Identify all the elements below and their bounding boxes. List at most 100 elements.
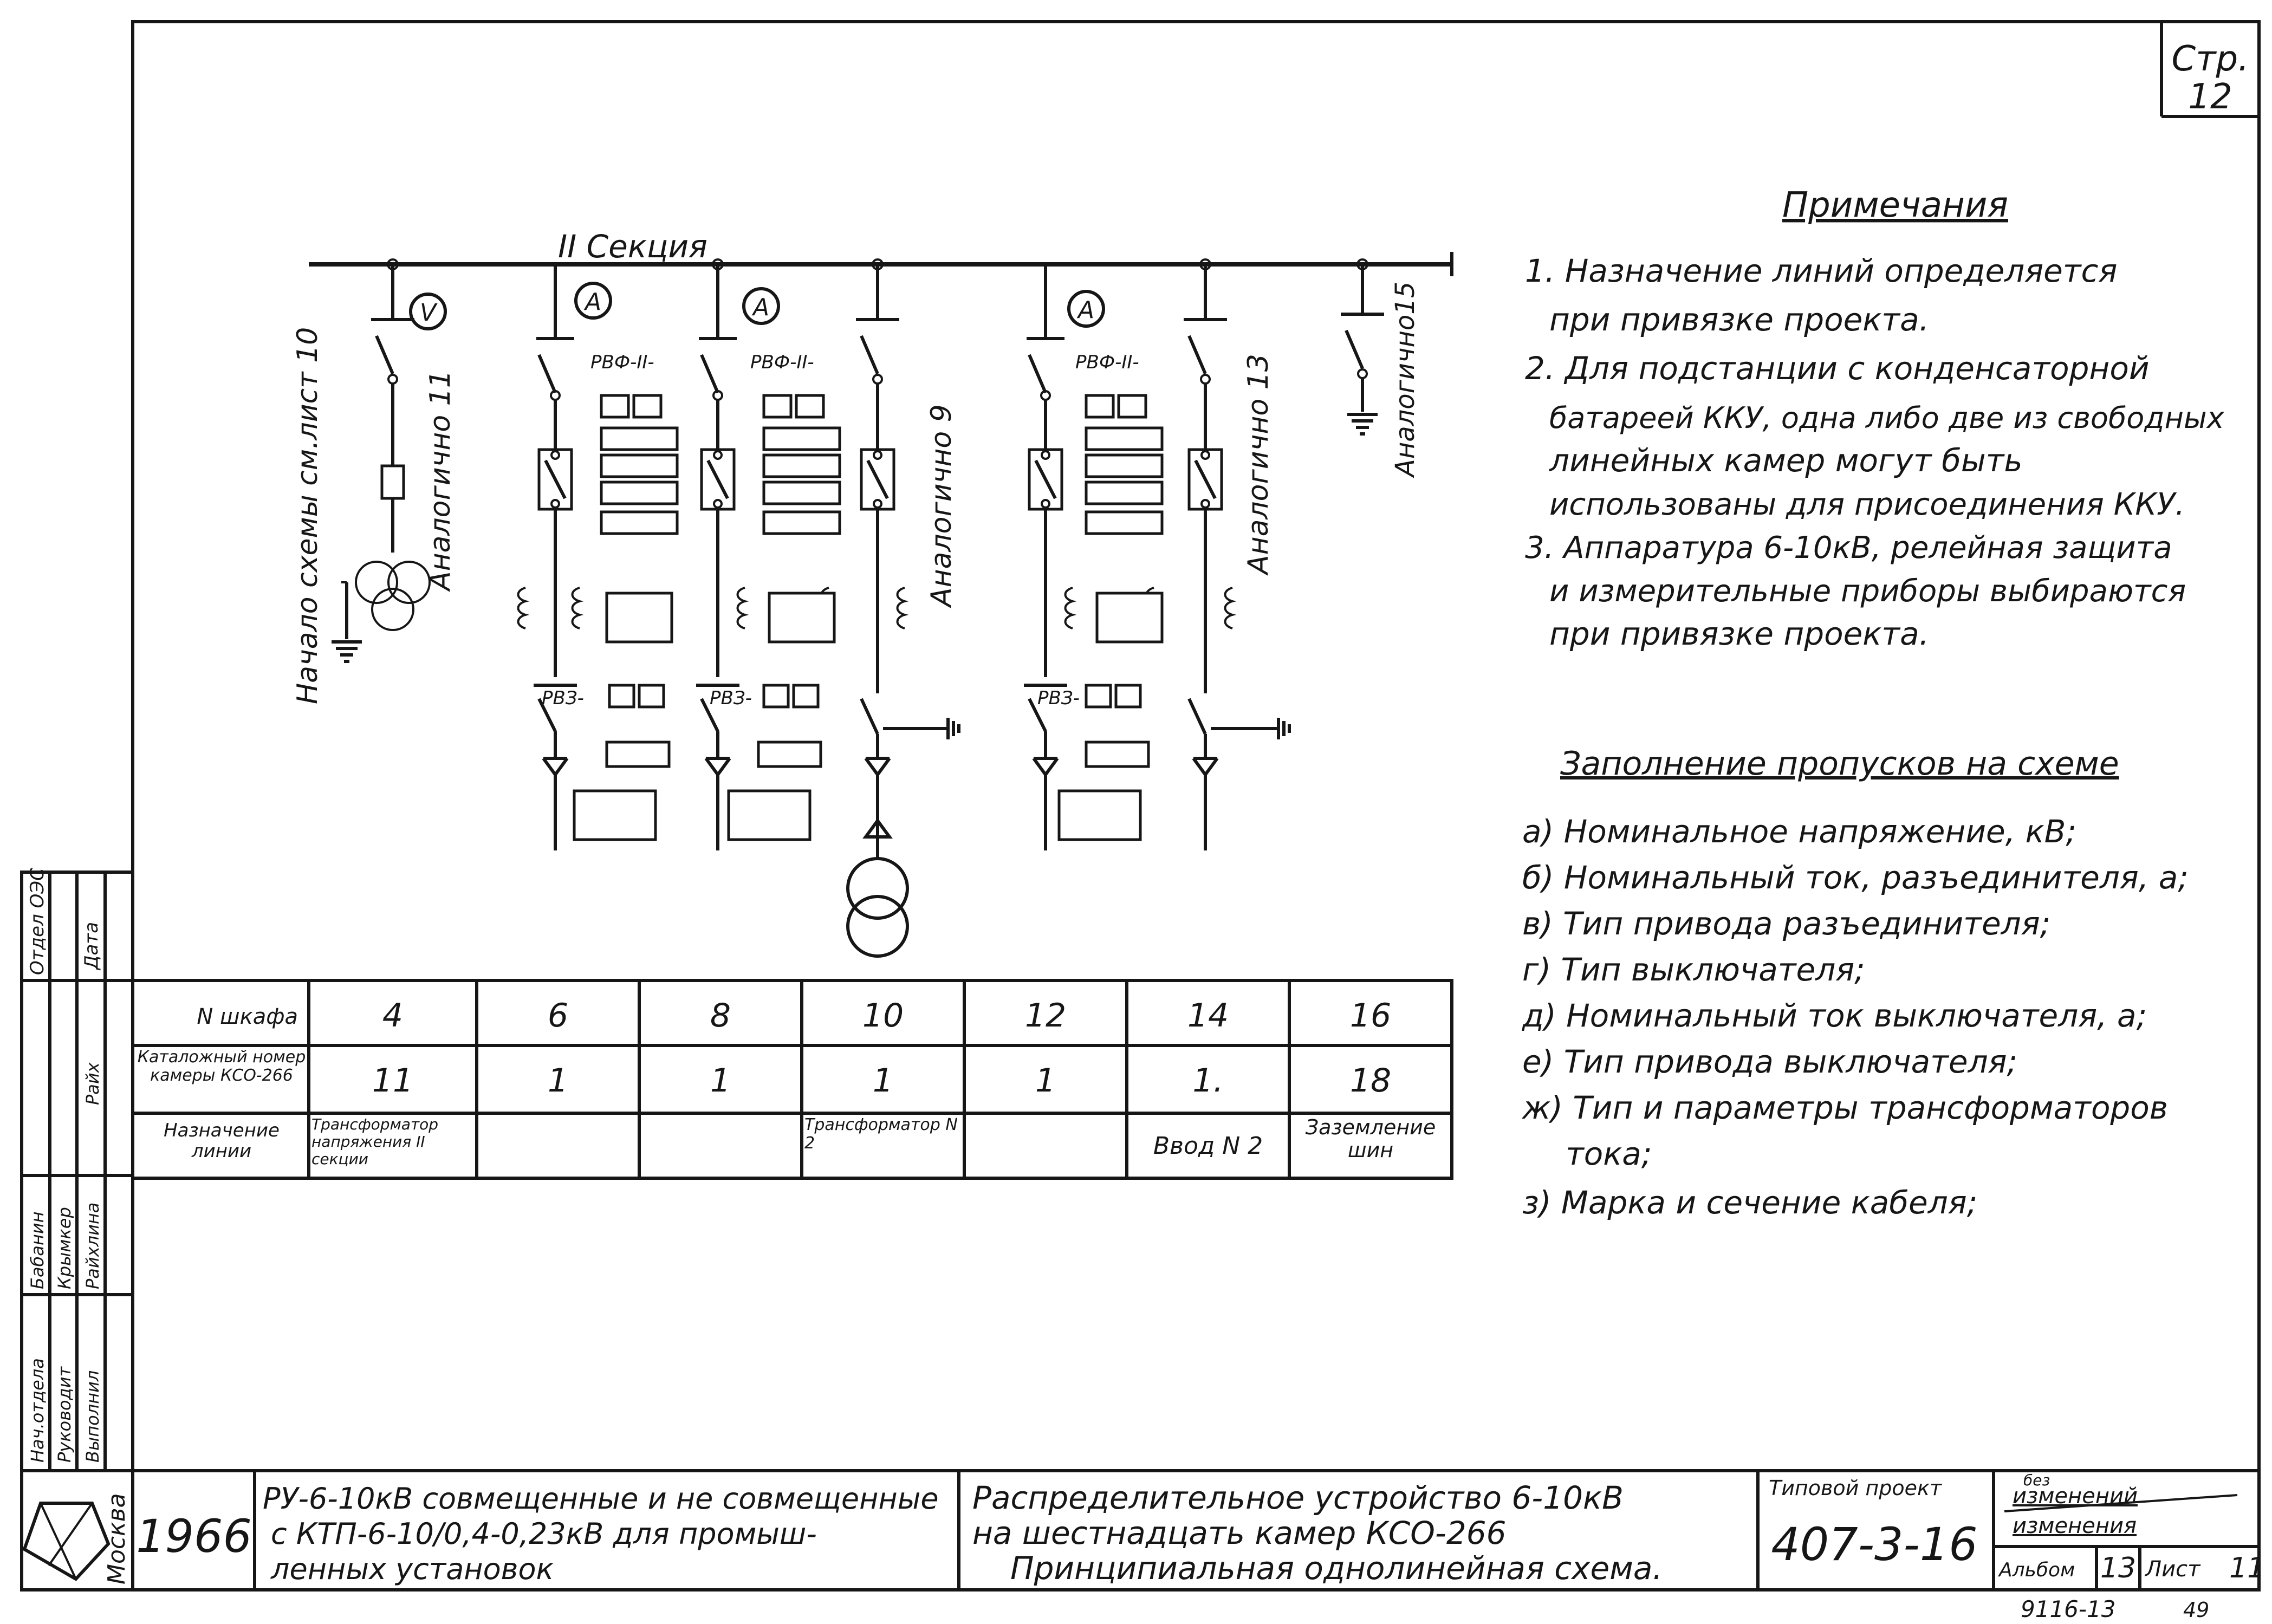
catalog-number-cell: 1 xyxy=(710,1062,731,1100)
purpose-cell: Трансформатор напряжения II секции xyxy=(311,1116,439,1168)
changes-note: без xyxy=(2023,1471,2050,1489)
svg-text:Руководит: Руководит xyxy=(54,1366,75,1463)
header-line-purpose: Назначение линии xyxy=(164,1120,280,1162)
svg-text:Нач.отдела: Нач.отдела xyxy=(27,1358,48,1463)
header-cabinet-number: N шкафа xyxy=(197,1004,298,1029)
year: 1966 xyxy=(136,1510,252,1563)
purpose-cell: Ввод N 2 xyxy=(1153,1132,1263,1160)
title-center-line: на шестнадцать камер КСО-266 xyxy=(972,1515,1507,1551)
svg-text:Бабанин: Бабанин xyxy=(27,1211,48,1289)
catalog-number-cell: 11 xyxy=(372,1062,413,1100)
title-left-line: с КТП-6-10/0,4-0,23кВ для промыш- xyxy=(271,1517,817,1551)
feeder-6: A РВФ-II- РВЗ- xyxy=(517,264,679,850)
svg-text:РВЗ-: РВЗ- xyxy=(710,687,752,709)
cabinet-number-cell: 16 xyxy=(1350,997,1391,1035)
label-similar-11: Аналогично 11 xyxy=(424,370,457,592)
page-number: 12 xyxy=(2188,77,2232,117)
changes-note: изменения xyxy=(2013,1513,2137,1538)
svg-text:РВЗ-: РВЗ- xyxy=(1037,687,1080,709)
catalog-number-cell: 1 xyxy=(873,1062,893,1100)
svg-text:РВФ-II-: РВФ-II- xyxy=(590,352,654,373)
fill-in-item: д) Номинальный ток выключателя, а; xyxy=(1522,997,2147,1034)
page-mark: 49 xyxy=(2183,1598,2209,1622)
fill-in-item: а) Номинальное напряжение, кВ; xyxy=(1522,813,2076,850)
fill-in-item: г) Тип выключателя; xyxy=(1522,951,1865,988)
cabinet-number-cell: 14 xyxy=(1187,997,1229,1035)
svg-text:Райх: Райх xyxy=(82,1062,103,1105)
feeder-10-transformer xyxy=(846,264,959,958)
changes-note: изменений xyxy=(2013,1484,2138,1509)
feeder-busbar-earthing xyxy=(1341,264,1384,434)
catalog-number-cell: 18 xyxy=(1350,1062,1391,1100)
svg-text:A: A xyxy=(583,288,601,316)
feeder-similar-13 xyxy=(1184,264,1289,850)
catalog-number-cell: 1 xyxy=(548,1062,568,1100)
note-line: при привязке проекта. xyxy=(1549,615,1929,652)
note-line: 2. Для подстанции с конденсаторной xyxy=(1525,350,2150,387)
note-line: при привязке проекта. xyxy=(1549,301,1929,338)
cabinet-number-cell: 4 xyxy=(382,997,403,1035)
ammeter-icon xyxy=(574,282,612,320)
purpose-cell: Трансформатор N 2 xyxy=(804,1116,958,1153)
svg-text:A: A xyxy=(751,294,769,321)
feeder-14: A РВФ-II- РВЗ- xyxy=(1024,264,1164,850)
cabinet-table: N шкафа Каталожный номер камеры КСО-266 … xyxy=(131,979,1453,1180)
note-line: 3. Аппаратура 6-10кВ, релейная защита xyxy=(1525,530,2172,566)
album-label: Альбом xyxy=(1998,1559,2075,1581)
svg-text:Отдел ОЭС: Отдел ОЭС xyxy=(27,868,48,975)
note-line: линейных камер могут быть xyxy=(1549,442,2023,479)
title-left-line: РУ-6-10кВ совмещенные и не совмещенные xyxy=(263,1482,939,1516)
cabinet-number-cell: 8 xyxy=(710,997,731,1035)
svg-text:РВФ-II-: РВФ-II- xyxy=(1075,352,1139,373)
note-line: и измерительные приборы выбираются xyxy=(1549,574,2186,609)
svg-text:Дата: Дата xyxy=(81,922,102,971)
feeder-8: A РВФ-II- РВЗ- xyxy=(696,264,841,850)
page-label: Стр. xyxy=(2172,39,2249,79)
institute-logo xyxy=(22,1502,111,1581)
ammeter-icon xyxy=(742,287,780,325)
svg-text:РВЗ-: РВЗ- xyxy=(542,687,584,709)
power-transformer-icon xyxy=(846,857,909,920)
svg-text:РВФ-II-: РВФ-II- xyxy=(750,352,814,373)
label-similar-9: Аналогично 9 xyxy=(925,404,958,608)
title-center-line: Принципиальная однолинейная схема. xyxy=(1010,1550,1663,1587)
side-stamp: Отдел ОЭС Дата Нач.отдела Руководит Выпо… xyxy=(20,868,134,1591)
note-line: 1. Назначение линий определяется xyxy=(1525,252,2117,289)
title-center-line: Распределительное устройство 6-10кВ xyxy=(972,1479,1624,1516)
catalog-number-cell: 1. xyxy=(1192,1062,1223,1100)
label-similar-15: Аналогично15 xyxy=(1390,282,1420,478)
svg-text:V: V xyxy=(420,299,438,327)
svg-text:Райхлина: Райхлина xyxy=(82,1203,103,1289)
cabinet-number-cell: 6 xyxy=(548,997,568,1035)
project-label: Типовой проект xyxy=(1769,1476,1943,1500)
label-scheme-start: Начало схемы см.лист 10 xyxy=(291,327,324,704)
catalog-number-cell: 1 xyxy=(1035,1062,1056,1100)
fill-in-item: б) Номинальный ток, разъединителя, а; xyxy=(1522,859,2189,896)
label-similar-13: Аналогично 13 xyxy=(1242,354,1275,576)
feeder-voltage-transformer: V xyxy=(332,264,447,661)
fill-in-item: е) Тип привода выключателя; xyxy=(1522,1043,2017,1080)
sheet-label: Лист xyxy=(2144,1557,2201,1582)
fill-in-item: в) Тип привода разъединителя; xyxy=(1522,905,2050,942)
fill-in-item: з) Марка и сечение кабеля; xyxy=(1522,1184,1977,1221)
bus-section-label: II Секция xyxy=(558,228,707,265)
note-line: батареей ККУ, одна либо две из свободных xyxy=(1549,401,2225,435)
purpose-cell: Заземление шин xyxy=(1305,1116,1436,1162)
sheet-number: 11 xyxy=(2229,1552,2265,1584)
city: Москва xyxy=(103,1493,131,1584)
header-catalog-number: Каталожный номер камеры КСО-266 xyxy=(137,1048,306,1085)
notes-title: Примечания xyxy=(1782,185,2008,225)
title-left-line: ленных установок xyxy=(270,1552,554,1586)
ammeter-icon xyxy=(1067,290,1105,328)
fill-in-title: Заполнение пропусков на схеме xyxy=(1560,745,2119,783)
fill-in-item: ж) Тип и параметры трансформаторов xyxy=(1521,1089,2168,1126)
cabinet-number-cell: 10 xyxy=(862,997,904,1035)
cabinet-number-cell: 12 xyxy=(1025,997,1066,1035)
archive-number: 9116-13 xyxy=(2021,1596,2116,1622)
title-block: Москва 1966 РУ-6-10кВ совмещенные и не с… xyxy=(20,1471,2265,1591)
note-line: использованы для присоединения ККУ. xyxy=(1549,487,2185,522)
svg-text:Выполнил: Выполнил xyxy=(82,1370,103,1463)
fill-in-item: тока; xyxy=(1566,1135,1652,1172)
album-number: 13 xyxy=(2100,1552,2136,1584)
